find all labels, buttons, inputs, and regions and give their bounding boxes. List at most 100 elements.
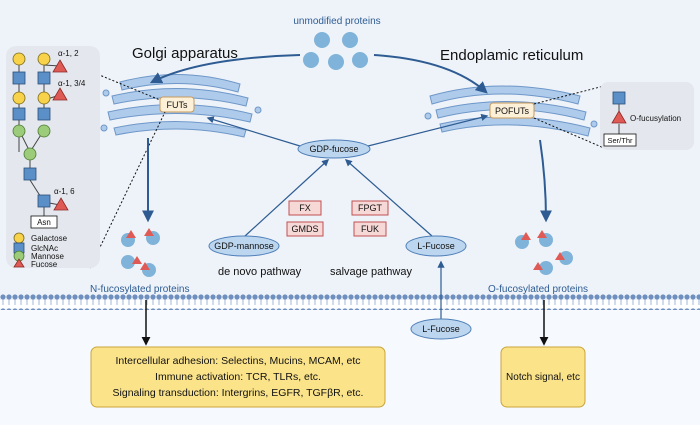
glcnac-residue bbox=[12, 107, 26, 121]
ser-thr-box bbox=[603, 133, 637, 147]
fucose-residue bbox=[144, 228, 154, 236]
protein bbox=[121, 255, 135, 269]
fucose-residue bbox=[555, 252, 565, 260]
glcnac-residue bbox=[612, 91, 626, 105]
glcnac-residue bbox=[23, 167, 37, 181]
arrow-gdp-fucose-to-er bbox=[367, 113, 489, 147]
gdp-fucose-node bbox=[297, 139, 371, 159]
fucose-residue bbox=[132, 256, 142, 264]
alpha-1-2-linkage: α-1, 2 bbox=[58, 49, 79, 58]
protein bbox=[328, 54, 344, 70]
fucose-residue bbox=[140, 262, 150, 270]
o-function-box bbox=[500, 346, 586, 408]
fucose-residue bbox=[53, 197, 69, 211]
o-function-line-1: Notch signal, etc bbox=[506, 372, 580, 383]
o-fucosylation-label: O-fucusylation bbox=[630, 114, 681, 123]
fuk-label: FUK bbox=[361, 224, 379, 234]
callout-line bbox=[89, 111, 166, 269]
galactose-legend-symbol bbox=[13, 232, 25, 244]
gdp-mannose-label: GDP-mannose bbox=[214, 241, 274, 251]
cell-membrane bbox=[0, 294, 700, 310]
futs-enzyme-box bbox=[159, 96, 195, 113]
o-fucosylated-protein-cluster bbox=[515, 230, 573, 275]
o-fucosylated-proteins-label: O-fucosylated proteins bbox=[488, 284, 588, 295]
fpgt-enzyme-box bbox=[351, 200, 389, 216]
n-function-line-3: Signaling transduction: Intergrins, EGFR… bbox=[113, 387, 364, 399]
unmodified-protein-cluster bbox=[303, 32, 368, 70]
n-fucosylated-protein-cluster bbox=[121, 228, 160, 277]
n-function-line-1: Intercellular adhesion: Selectins, Mucin… bbox=[115, 355, 360, 367]
protein bbox=[314, 32, 330, 48]
l-fucose-inner-label: L-Fucose bbox=[417, 241, 455, 251]
n-function-box bbox=[90, 346, 386, 408]
unmodified-proteins-label: unmodified proteins bbox=[293, 16, 380, 27]
fuk-enzyme-box bbox=[353, 221, 387, 237]
ser-thr-label: Ser/Thr bbox=[607, 136, 633, 145]
glcnac-residue bbox=[37, 107, 51, 121]
glcnac-residue bbox=[37, 194, 51, 208]
asn-label: Asn bbox=[37, 218, 51, 227]
fx-enzyme-box bbox=[288, 200, 322, 216]
protein bbox=[303, 52, 319, 68]
gmds-label: GMDS bbox=[292, 224, 319, 234]
protein bbox=[352, 52, 368, 68]
arrow-er-to-o-proteins bbox=[539, 139, 552, 223]
galactose-legend-label: Galactose bbox=[31, 234, 68, 243]
alpha-1-3-4-linkage: α-1, 3/4 bbox=[58, 79, 86, 88]
fucose-legend-symbol bbox=[13, 258, 25, 268]
de-novo-pathway-label: de novo pathway bbox=[218, 266, 302, 278]
golgi-apparatus-title: Golgi apparatus bbox=[132, 45, 238, 62]
arrow-to-golgi bbox=[149, 54, 301, 84]
endoplasmic-reticulum-title: Endoplamic reticulum bbox=[440, 47, 583, 64]
n-glycan-panel bbox=[6, 46, 100, 268]
asn-box bbox=[30, 215, 58, 229]
arrow-salvage bbox=[344, 159, 433, 237]
mannose-legend-label: Mannose bbox=[31, 252, 64, 261]
protein bbox=[559, 251, 573, 265]
galactose-residue bbox=[12, 52, 26, 66]
fucose-residue bbox=[126, 230, 136, 238]
alpha-1-6-linkage: α-1, 6 bbox=[54, 187, 75, 196]
galactose-residue bbox=[12, 91, 26, 105]
fucose-legend-label: Fucose bbox=[31, 260, 58, 269]
gdp-fucose-label: GDP-fucose bbox=[309, 144, 358, 154]
arrow-to-er bbox=[373, 54, 488, 94]
futs-label: FUTs bbox=[167, 100, 188, 110]
mannose-residue bbox=[23, 147, 37, 161]
protein bbox=[342, 32, 358, 48]
pofuts-label: POFUTs bbox=[495, 106, 530, 116]
l-fucose-outer-node bbox=[410, 318, 472, 340]
galactose-residue bbox=[37, 52, 51, 66]
mannose-residue bbox=[37, 124, 51, 138]
n-fucosylated-proteins-label: N-fucosylated proteins bbox=[90, 284, 190, 295]
fucose-residue bbox=[533, 262, 543, 270]
gmds-enzyme-box bbox=[286, 221, 324, 237]
glcnac-residue bbox=[12, 71, 26, 85]
fucose-residue bbox=[537, 230, 547, 238]
galactose-residue bbox=[37, 91, 51, 105]
protein bbox=[539, 261, 553, 275]
l-fucose-outer-label: L-Fucose bbox=[422, 324, 460, 334]
gdp-mannose-node bbox=[208, 235, 280, 257]
mannose-residue bbox=[12, 124, 26, 138]
fucose-residue bbox=[52, 87, 68, 101]
n-function-line-2: Immune activation: TCR, TLRs, etc. bbox=[155, 371, 321, 383]
callout-line bbox=[533, 85, 605, 105]
glcnac-legend-label: GlcNAc bbox=[31, 244, 58, 253]
glycan-residues bbox=[12, 52, 69, 211]
fucose-residue bbox=[52, 59, 68, 73]
arrow-de-novo bbox=[244, 159, 330, 237]
fpgt-label: FPGT bbox=[358, 203, 383, 213]
fx-label: FX bbox=[299, 203, 311, 213]
callout-line bbox=[533, 117, 605, 149]
fucose-residue bbox=[611, 110, 627, 124]
arrow-gdp-fucose-to-golgi bbox=[206, 116, 301, 147]
glcnac-residue bbox=[37, 71, 51, 85]
glycan-legend: Galactose GlcNAc Mannose Fucose bbox=[13, 232, 68, 269]
salvage-pathway-label: salvage pathway bbox=[330, 266, 412, 278]
l-fucose-inner-node bbox=[405, 235, 467, 257]
pofuts-enzyme-box bbox=[489, 102, 535, 119]
fucose-residue bbox=[521, 232, 531, 240]
